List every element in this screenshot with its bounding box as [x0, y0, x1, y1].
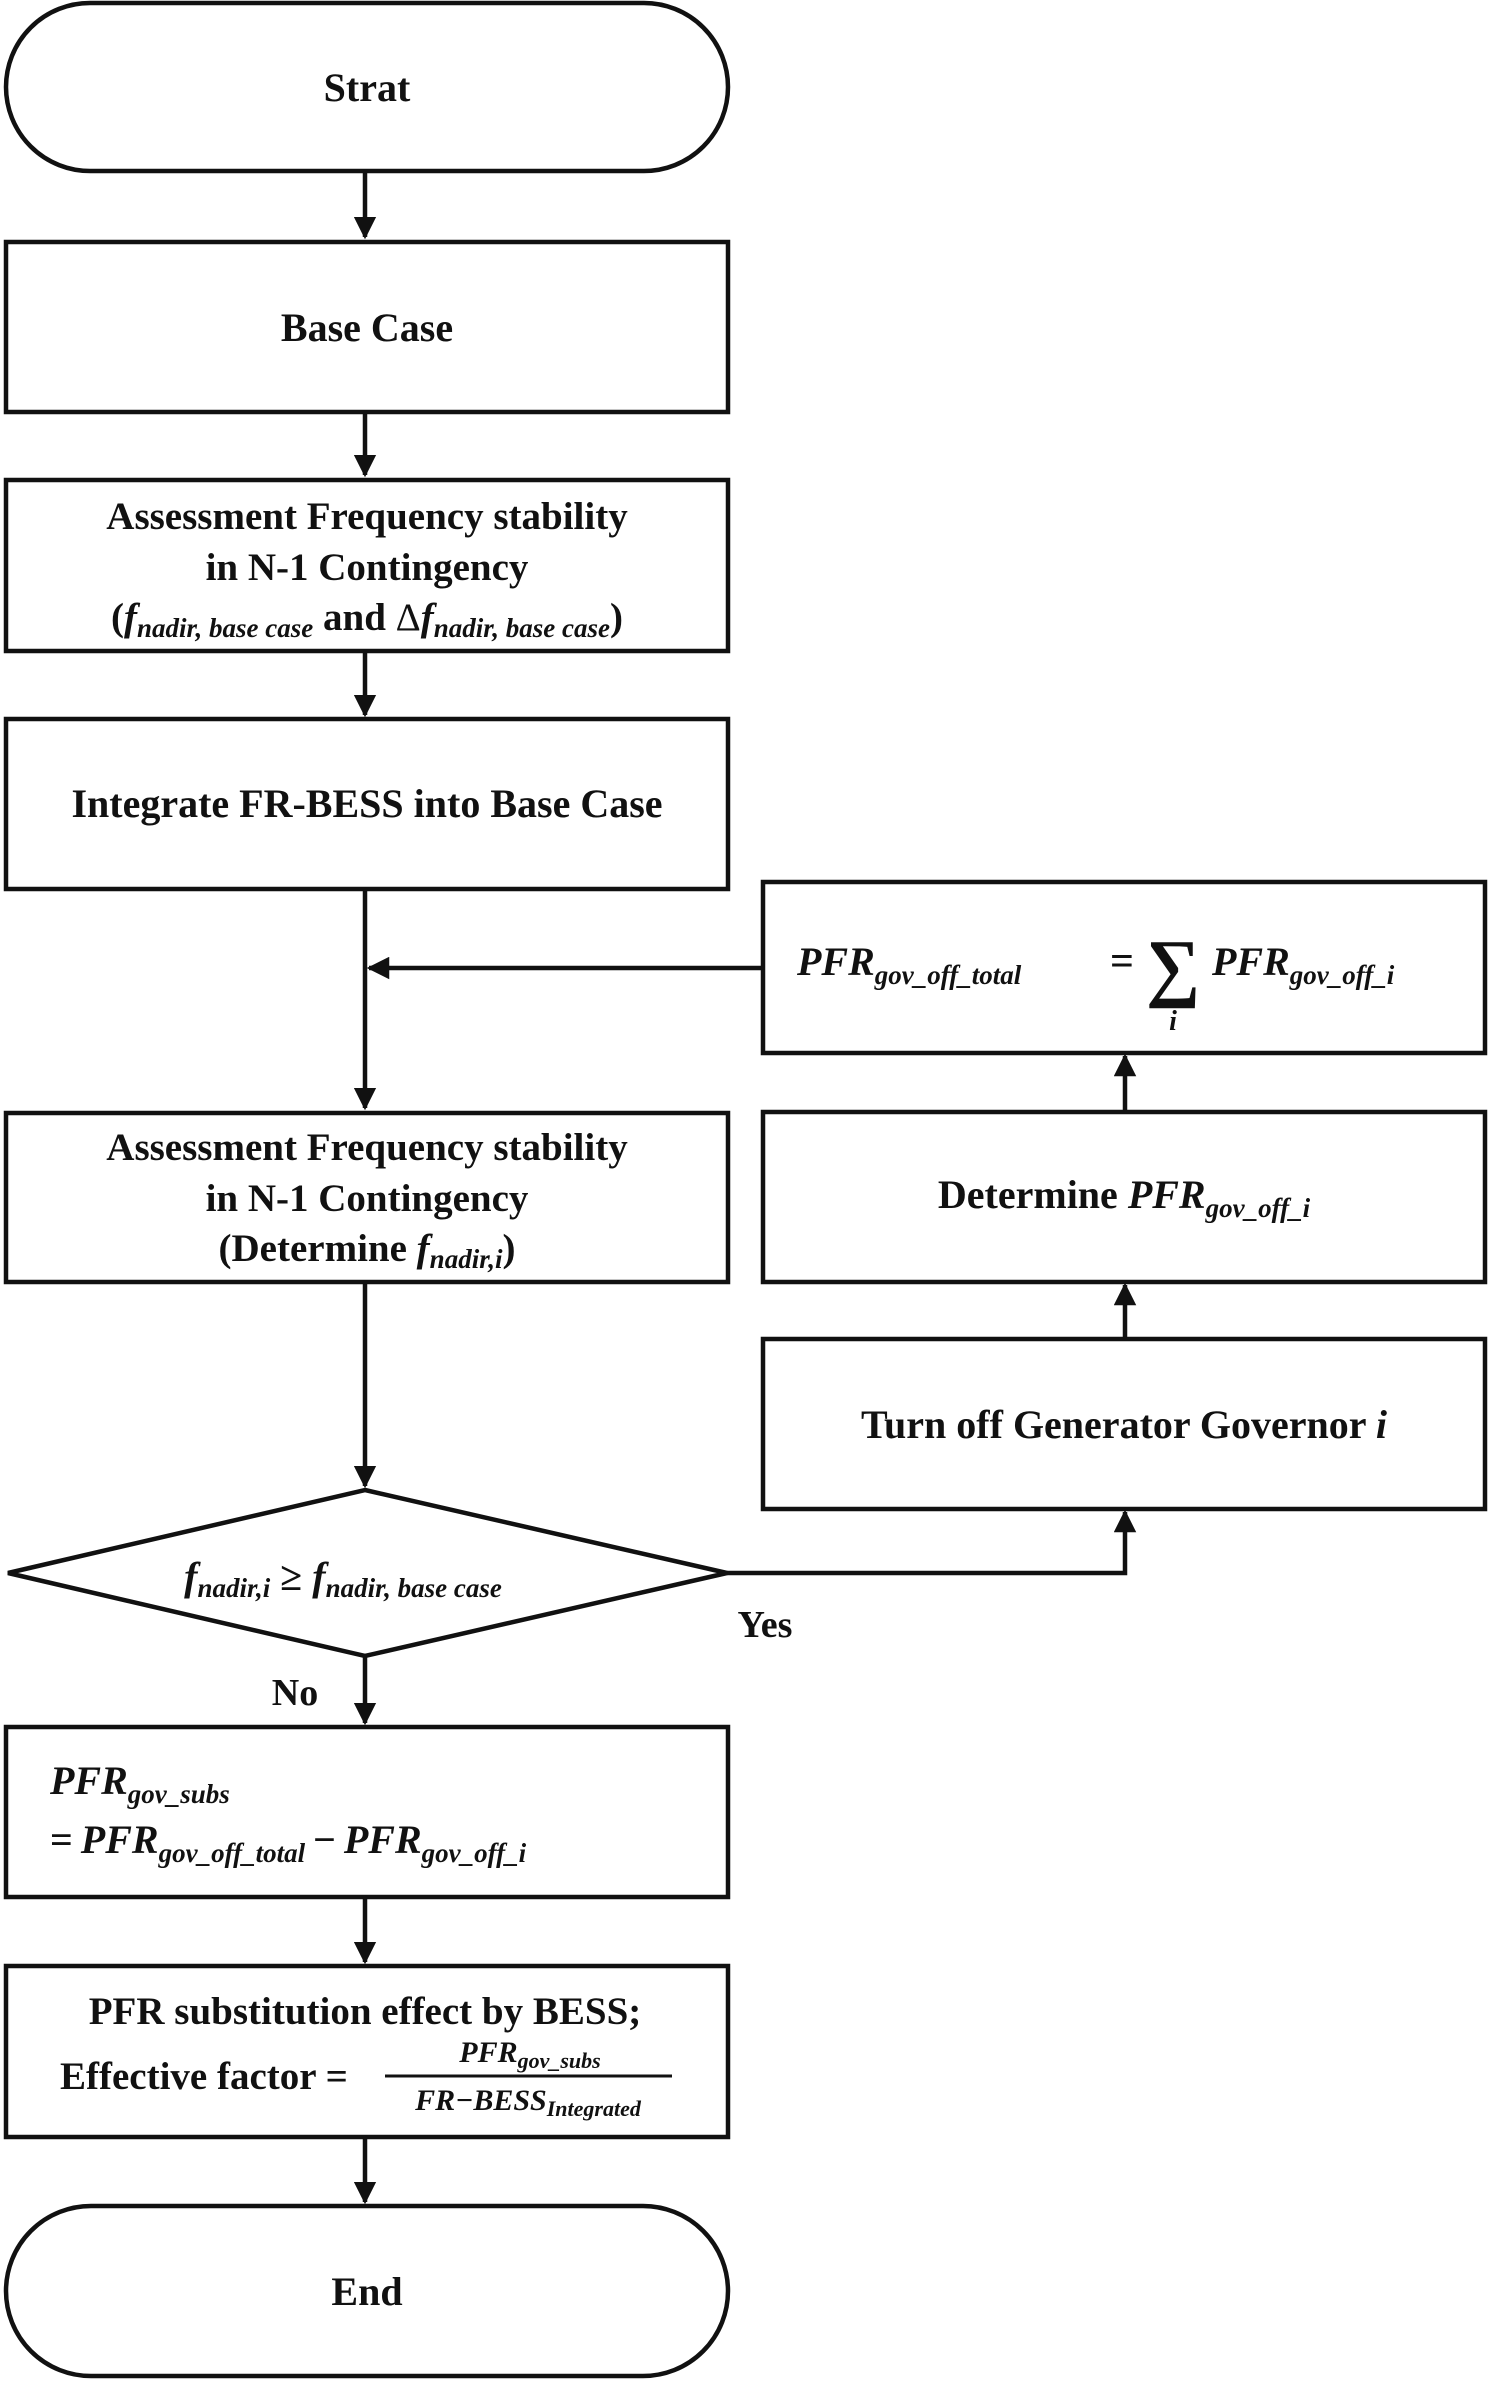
sum-sub-total: gov_off_total: [874, 960, 1022, 990]
pfr-total-sum-box: PFRgov_off_total = ∑ i PFRgov_off_i: [760, 879, 1488, 1056]
subs-pfr2: PFR: [80, 1817, 159, 1862]
assess2-prefix: (Determine: [219, 1227, 417, 1270]
subs-line2: =PFRgov_off_total−PFRgov_off_i: [50, 1817, 527, 1868]
end-label: End: [331, 2269, 402, 2314]
base-case-box: Base Case: [3, 239, 731, 415]
assess1-sub1: nadir, base case: [137, 613, 313, 643]
assess2-f: f: [417, 1227, 434, 1270]
assessment-box-1: Assessment Frequency stability in N-1 Co…: [3, 477, 731, 654]
pfr-effect-box: PFR substitution effect by BESS; Effecti…: [3, 1963, 731, 2140]
integrate-label: Integrate FR-BESS into Base Case: [71, 781, 662, 826]
effect-denominator: FR−BESSIntegrated: [414, 2084, 642, 2121]
start-terminal: Strat: [3, 0, 731, 174]
base-case-label: Base Case: [281, 305, 453, 350]
subs-pfr1: PFR: [49, 1758, 128, 1803]
decision-sub-base: nadir, base case: [326, 1573, 502, 1603]
assess2-sub: nadir,i: [430, 1244, 503, 1274]
assess2-close: ): [502, 1227, 515, 1270]
turn-off-governor-box: Turn off Generator Governor i: [760, 1336, 1488, 1512]
connectors: [353, 173, 1137, 2205]
subs-sub-i: gov_off_i: [421, 1838, 527, 1868]
determine-text: Determine: [938, 1172, 1128, 1217]
decision-condition: fnadir,i ≥ fnadir, base case: [184, 1554, 502, 1603]
assess1-line3: (fnadir, base case and Δfnadir, base cas…: [111, 596, 623, 643]
sum-rhs: PFRgov_off_i: [1211, 939, 1395, 990]
effect-num-sub: gov_subs: [517, 2048, 601, 2073]
subs-pfr3: PFR: [343, 1817, 422, 1862]
assess1-f2: f: [421, 596, 438, 639]
assessment-box-2: Assessment Frequency stability in N-1 Co…: [3, 1110, 731, 1285]
effect-den-main: FR−BESS: [414, 2084, 547, 2117]
assess1-open: (: [111, 596, 124, 639]
arrow-yes-to-turnoff: [727, 1509, 1137, 1576]
sum-lhs: PFRgov_off_total: [796, 939, 1022, 990]
sum-sub-i: gov_off_i: [1289, 960, 1395, 990]
determine-label: Determine PFRgov_off_i: [938, 1172, 1311, 1223]
effect-factor-label: Effective factor =: [60, 2055, 348, 2098]
subs-line1: PFRgov_subs: [49, 1758, 230, 1809]
assess2-line2: in N-1 Contingency: [206, 1177, 529, 1220]
decision-diamond: fnadir,i ≥ fnadir, base case: [7, 1487, 728, 1659]
subs-eq: =: [50, 1817, 73, 1862]
assess1-line2: in N-1 Contingency: [206, 546, 529, 589]
turn-off-label: Turn off Generator Governor i: [861, 1402, 1387, 1447]
assess1-close: ): [610, 596, 623, 639]
determine-pfr-box: Determine PFRgov_off_i: [760, 1109, 1488, 1285]
yes-label: Yes: [738, 1604, 793, 1646]
sum-pfr2: PFR: [1211, 939, 1290, 984]
end-terminal: End: [3, 2203, 731, 2379]
decision-f2: f: [312, 1554, 329, 1599]
sum-pfr1: PFR: [796, 939, 875, 984]
effect-den-sub: Integrated: [546, 2096, 642, 2121]
sum-index: i: [1169, 1006, 1177, 1037]
assess2-line1: Assessment Frequency stability: [106, 1126, 628, 1169]
decision-op: ≥: [270, 1554, 312, 1599]
effect-numerator: PFRgov_subs: [458, 2036, 600, 2073]
integrate-box: Integrate FR-BESS into Base Case: [3, 716, 731, 892]
decision-sub-i: nadir,i: [197, 1573, 270, 1603]
sum-equals: =: [1110, 939, 1134, 985]
subs-minus: −: [313, 1817, 336, 1862]
turn-off-i: i: [1376, 1402, 1387, 1447]
decision-f1: f: [184, 1554, 201, 1599]
assess1-delta: Δ: [396, 596, 421, 639]
effect-num-pfr: PFR: [458, 2036, 517, 2069]
turn-off-text: Turn off Generator Governor: [861, 1402, 1376, 1447]
determine-sub: gov_off_i: [1205, 1193, 1311, 1223]
sum-sigma-icon: ∑: [1146, 925, 1200, 1009]
no-label: No: [272, 1672, 318, 1714]
subs-sub-subs: gov_subs: [127, 1779, 230, 1809]
subs-sub-total: gov_off_total: [158, 1838, 306, 1868]
assess1-line1: Assessment Frequency stability: [106, 495, 628, 538]
effect-line1: PFR substitution effect by BESS;: [89, 1990, 642, 2033]
assess1-f1: f: [124, 596, 141, 639]
pfr-subs-box: PFRgov_subs =PFRgov_off_total−PFRgov_off…: [3, 1724, 731, 1900]
assess2-line3: (Determine fnadir,i): [219, 1227, 516, 1274]
determine-pfr: PFR: [1127, 1172, 1206, 1217]
assess1-and: and: [313, 596, 395, 639]
assess1-sub2: nadir, base case: [434, 613, 610, 643]
start-label: Strat: [324, 65, 411, 110]
